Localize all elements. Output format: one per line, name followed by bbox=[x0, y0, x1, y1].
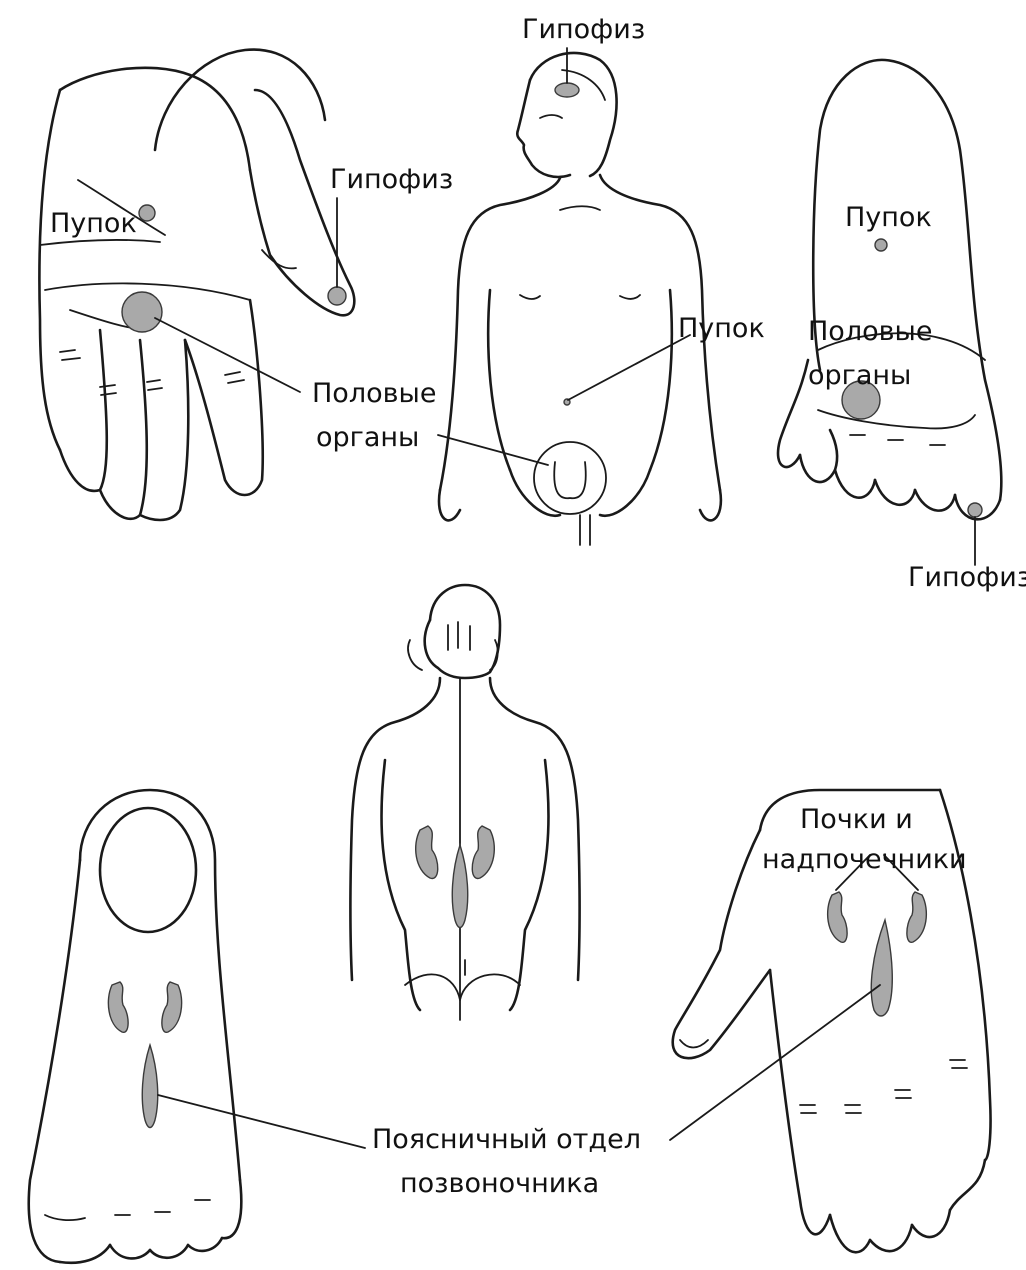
kidney-right-back bbox=[472, 826, 494, 878]
pituitary-zone-toe bbox=[968, 503, 982, 517]
label-genitals-foot-1: Половые bbox=[808, 316, 932, 347]
pituitary-zone-head bbox=[555, 83, 579, 97]
navel-zone-foot bbox=[875, 239, 887, 251]
label-navel-body: Пупок bbox=[678, 313, 765, 344]
label-lumbar-1: Поясничный отдел bbox=[372, 1124, 641, 1155]
label-pituitary-head: Гипофиз bbox=[522, 14, 645, 45]
kidney-left-back bbox=[416, 826, 438, 878]
body-back bbox=[351, 585, 580, 1020]
label-navel-hand: Пупок bbox=[50, 208, 137, 239]
navel-zone-hand bbox=[139, 205, 155, 221]
foot-bottom-left bbox=[29, 790, 365, 1263]
genitals-circle-body bbox=[534, 442, 606, 514]
kidney-left-foot bbox=[108, 982, 128, 1032]
kidney-right-hand bbox=[907, 892, 926, 942]
label-lumbar-2: позвоночника bbox=[400, 1168, 599, 1199]
lumbar-zone-foot bbox=[142, 1045, 157, 1128]
kidney-left-hand bbox=[828, 892, 847, 942]
hand-top-left bbox=[39, 50, 354, 520]
genitals-zone-hand bbox=[122, 292, 162, 332]
label-pituitary-toe: Гипофиз bbox=[908, 562, 1026, 593]
kidney-right-foot bbox=[162, 982, 182, 1032]
label-genitals-foot-2: органы bbox=[808, 360, 911, 391]
lumbar-zone-back bbox=[452, 845, 467, 928]
label-kidneys-2: надпочечники bbox=[762, 844, 967, 875]
body-front bbox=[438, 48, 721, 545]
foot-top-right bbox=[778, 60, 1001, 565]
label-navel-foot: Пупок bbox=[845, 202, 932, 233]
label-genitals-1: Половые bbox=[312, 378, 436, 409]
label-kidneys-1: Почки и bbox=[800, 804, 913, 835]
label-genitals-2: органы bbox=[316, 422, 419, 453]
pituitary-zone-thumb bbox=[328, 287, 346, 305]
lumbar-zone-hand bbox=[871, 920, 892, 1016]
label-pituitary-hand: Гипофиз bbox=[330, 164, 453, 195]
